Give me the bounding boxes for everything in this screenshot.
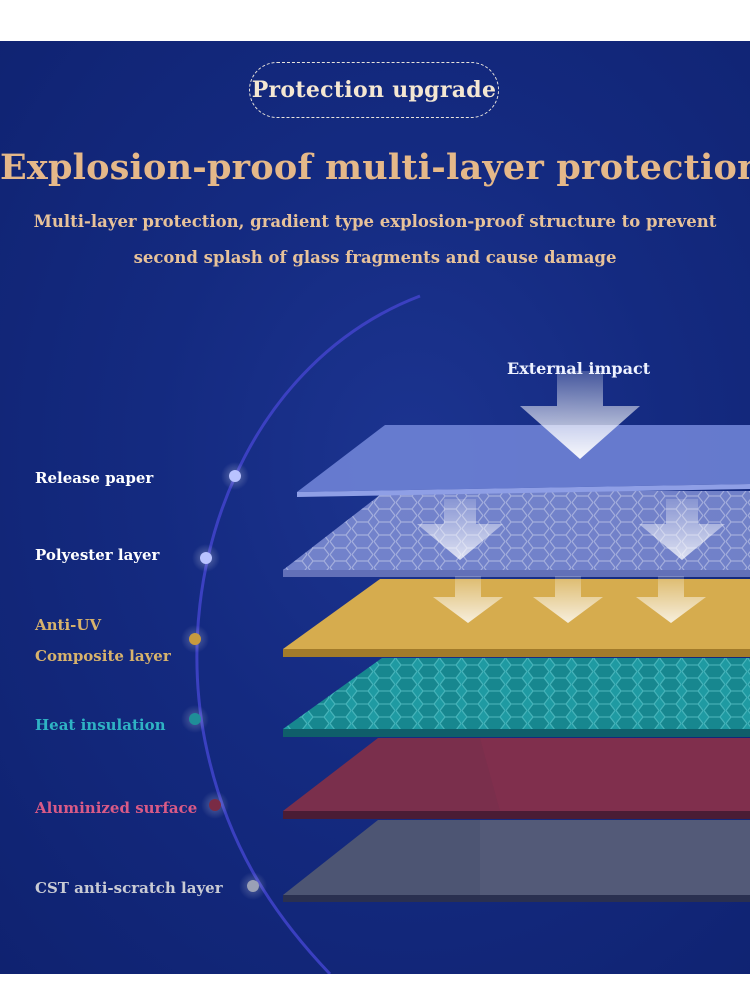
layer-aluminized-surface — [283, 738, 750, 819]
marker-dot — [229, 470, 241, 482]
protection-badge: Protection upgrade — [249, 62, 499, 118]
label-heat-insulation: Heat insulation — [35, 716, 166, 734]
layer-diagram — [181, 294, 750, 974]
impact-arrow — [636, 576, 706, 623]
marker-dot — [209, 799, 221, 811]
badge-label: Protection upgrade — [251, 77, 497, 103]
layer-release-paper — [297, 425, 750, 497]
marker-dot — [189, 713, 201, 725]
main-impact-arrow — [520, 371, 640, 459]
arc-guide — [195, 294, 421, 974]
label-composite-layer: Composite layer — [35, 647, 171, 665]
page-title: Explosion-proof multi-layer protection — [0, 147, 750, 188]
subtitle-line-1: Multi-layer protection, gradient type ex… — [33, 212, 717, 231]
impact-arrow — [433, 576, 503, 623]
marker-dot — [247, 880, 259, 892]
marker-dot — [200, 552, 212, 564]
label-anti-uv: Anti-UV — [35, 616, 102, 634]
label-aluminized-surface: Aluminized surface — [35, 799, 198, 817]
impact-arrow — [639, 499, 725, 560]
label-release-paper: Release paper — [35, 469, 154, 487]
subtitle-line-2: second splash of glass fragments and cau… — [133, 248, 617, 267]
product-banner: Protection upgrade Explosion-proof multi… — [0, 41, 750, 974]
impact-arrow — [533, 576, 603, 623]
label-cst-anti-scratch: CST anti-scratch layer — [35, 879, 223, 897]
marker-dot — [189, 633, 201, 645]
layer-anti-uv-composite — [283, 579, 750, 657]
layer-cst-anti-scratch — [283, 820, 750, 902]
impact-arrows — [417, 371, 725, 623]
label-polyester-layer: Polyester layer — [35, 546, 160, 564]
layer-heat-insulation — [283, 658, 750, 737]
layer-markers — [181, 462, 267, 900]
layer-polyester — [283, 491, 750, 577]
impact-label: External impact — [507, 359, 651, 378]
impact-arrow — [417, 499, 503, 560]
